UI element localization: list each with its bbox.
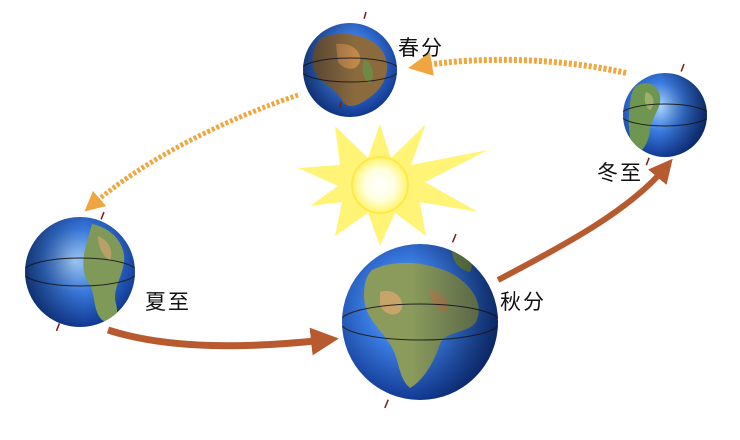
label-spring-equinox: 春分 [398, 36, 444, 60]
label-winter-solstice: 冬至 [597, 161, 643, 185]
sun-icon [298, 124, 488, 246]
arrow-summer-to-autumn [106, 326, 339, 356]
earth-autumn-equinox [342, 233, 498, 411]
arrow-winter-to-spring [408, 52, 627, 76]
arrow-spring-to-summer [84, 92, 299, 212]
earth-spring-equinox [303, 11, 397, 129]
label-autumn-equinox: 秋分 [500, 290, 546, 314]
earth-summer-solstice [25, 211, 135, 333]
label-summer-solstice: 夏至 [145, 290, 191, 314]
arrow-autumn-to-winter [496, 158, 673, 283]
earth-winter-solstice [623, 63, 707, 167]
